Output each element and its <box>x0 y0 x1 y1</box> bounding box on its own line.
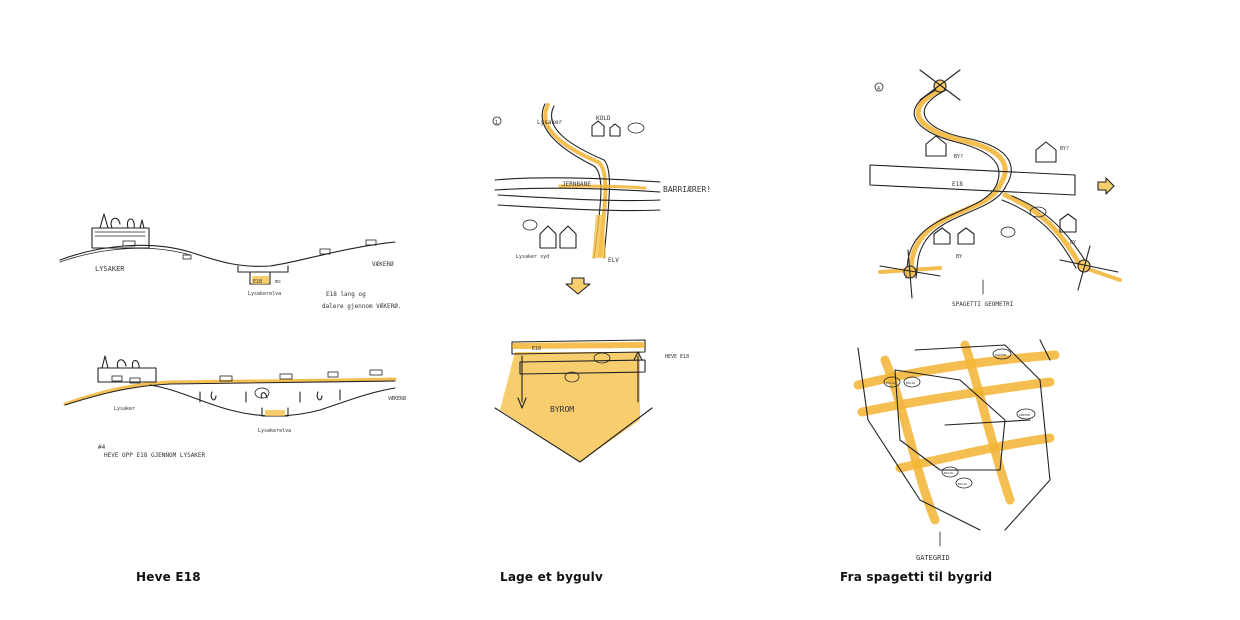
svg-text:mc: mc <box>275 279 281 285</box>
bottom-label-left: Lysaker <box>114 406 135 412</box>
top-note-line1: E18 lang og <box>326 291 366 298</box>
top-right-label: KOLD <box>596 115 611 122</box>
city3-label: BY <box>956 254 962 260</box>
byrom-highlight <box>500 352 640 462</box>
top-label-right: VÆKERØ <box>372 261 394 268</box>
river-label: ELV <box>608 257 619 264</box>
tag2: BOLIG <box>906 381 915 385</box>
bottom-label-right: VÆKERØ <box>388 395 406 402</box>
top-label-bottom: Lysakerelva <box>248 291 281 297</box>
bottom-label-bottom: Lysakerelva <box>258 428 291 434</box>
bottom-note-line2: HEVE OPP E18 GJENNOM LYSAKER <box>104 452 206 459</box>
river-highlight <box>543 103 608 257</box>
sketch-fra-spagetti: 4 E18 BY? BY? BY BY SPAGETTI GEOMETRI <box>853 69 1122 562</box>
city4-label: BY <box>1070 240 1076 246</box>
panel2-number: 1 <box>495 120 498 126</box>
top-label-left: LYSAKER <box>95 265 125 273</box>
sketch-heve-e18: E18 mc LYSAKER VÆKERØ Lysakerelva E18 la… <box>59 213 406 459</box>
sketch-lage-et-bygulv: 1 JERNBANE BARRIÆRER! Lysaker KOLD Lysak… <box>492 103 711 463</box>
gategrid-highlight <box>853 350 1060 390</box>
tag6: KONTOR <box>1019 413 1030 417</box>
raised-e18-highlight <box>63 377 397 406</box>
tag4: BOLIG <box>944 471 953 475</box>
road-band <box>494 177 661 183</box>
city1-label: BY? <box>954 154 963 160</box>
caption-fra-spagetti: Fra spagetti til bygrid <box>840 570 993 584</box>
top-note-line2: dalere gjennom VÆKERØ. <box>322 303 401 310</box>
e18-mark: E18 <box>253 279 262 285</box>
panel-heve-e18: E18 mc LYSAKER VÆKERØ Lysakerelva E18 la… <box>0 0 420 620</box>
terrain-line-top <box>59 241 396 267</box>
gategrid-label: GATEGRID <box>916 554 950 562</box>
tag1: BOLIG <box>886 381 895 385</box>
road-label: JERNBANE <box>562 181 591 188</box>
panel3-number: 4 <box>877 86 880 92</box>
e18-band <box>869 164 1076 196</box>
caption-lage-et-bygulv: Lage et bygulv <box>500 570 603 584</box>
panel-lage-et-bygulv: 1 JERNBANE BARRIÆRER! Lysaker KOLD Lysak… <box>420 0 740 620</box>
tag3: KONTOR <box>995 353 1006 357</box>
byrom-label: BYROM <box>550 405 574 414</box>
raise-label: HEVE E18 <box>665 354 689 360</box>
grid-tags: BOLIG BOLIG KONTOR BOLIG BOLIG KONTOR <box>883 348 1036 489</box>
building-block <box>91 227 150 249</box>
top-left-label: Lysaker <box>537 119 563 126</box>
barrier-label: BARRIÆRER! <box>663 185 711 194</box>
caption-heve-e18: Heve E18 <box>136 570 201 584</box>
bottom-left-label: Lysaker syd <box>516 254 549 260</box>
city2-label: BY? <box>1060 146 1069 152</box>
tag5: BOLIG <box>958 482 967 486</box>
panel-fra-spagetti: 4 E18 BY? BY? BY BY SPAGETTI GEOMETRI <box>740 0 1240 620</box>
spagetti-note: SPAGETTI GEOMETRI <box>952 301 1014 308</box>
bottom-note-line1: #4 <box>98 444 106 451</box>
small-road-label: E18 <box>532 346 541 352</box>
e18-label: E18 <box>952 181 963 188</box>
